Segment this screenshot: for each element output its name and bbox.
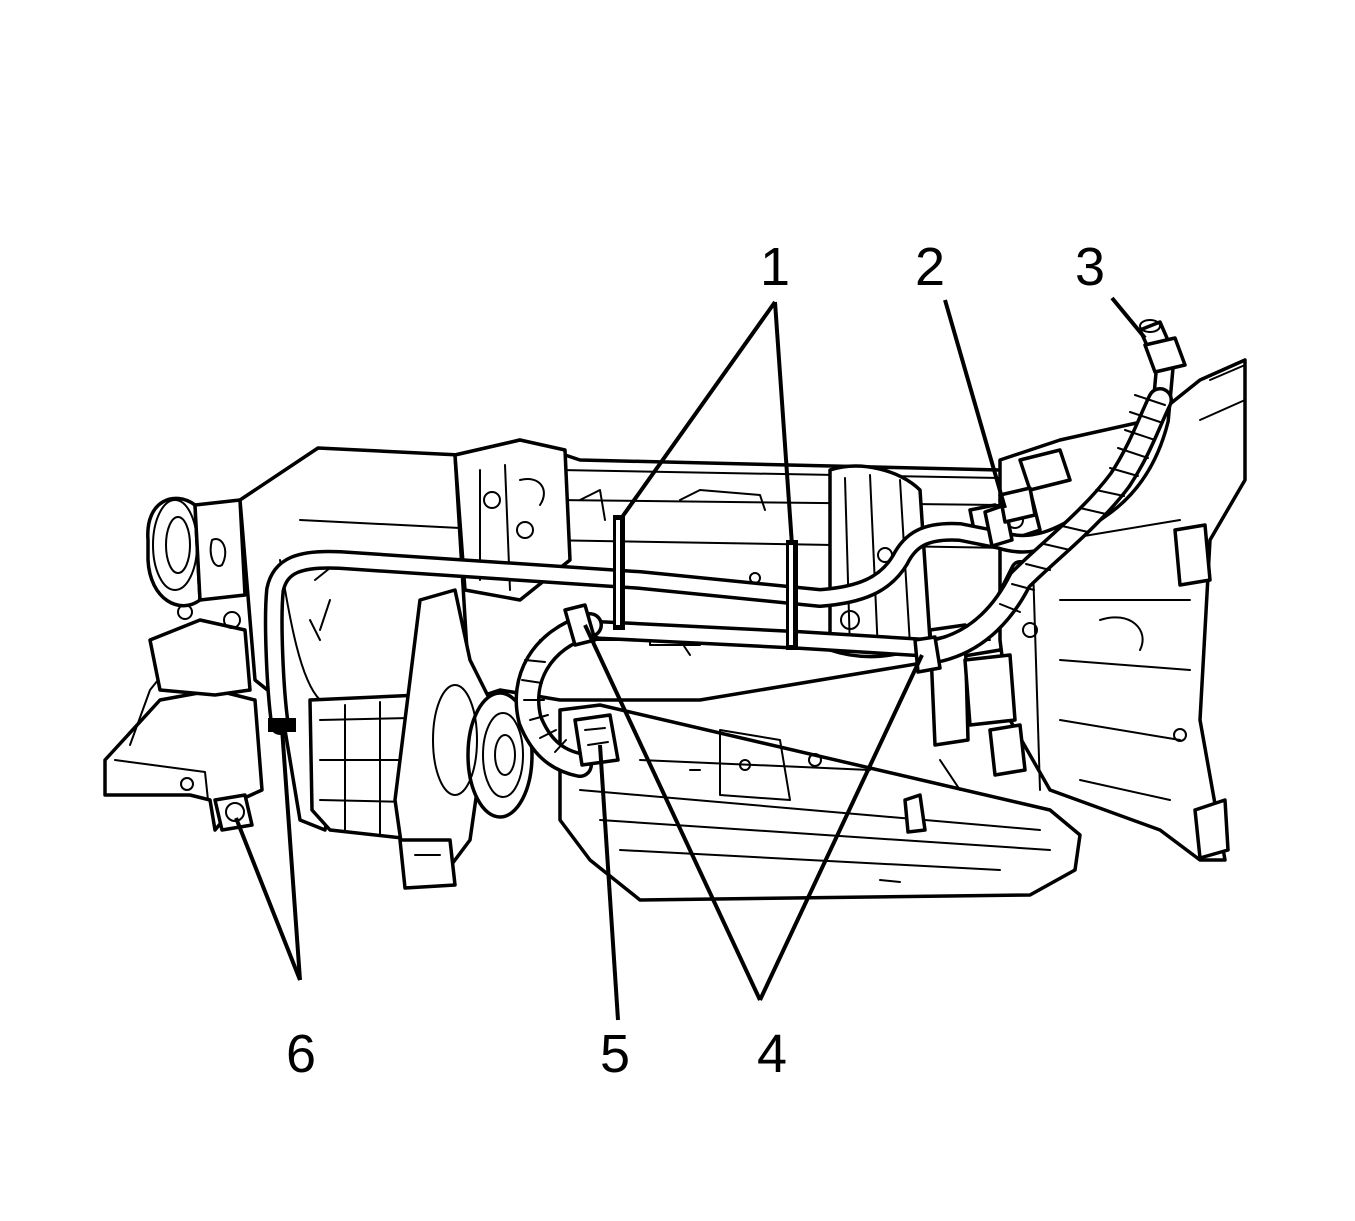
leader-4a	[583, 624, 762, 1001]
leader-3	[1110, 296, 1147, 340]
cooler-line-fitting	[983, 486, 1037, 548]
callout-6: 6	[286, 1024, 316, 1084]
leader-6a	[280, 727, 302, 981]
callout-5: 5	[600, 1024, 630, 1084]
tube-bracket-clip	[213, 718, 296, 832]
cooler-line-end	[1138, 319, 1187, 374]
callout-1: 1	[760, 237, 790, 297]
callout-labels: 1 2 3 4 5 6	[286, 237, 1105, 1084]
leader-lines	[234, 296, 1147, 1021]
transfer-case	[238, 446, 472, 842]
leader-2	[943, 299, 1007, 509]
bell-housing	[998, 358, 1247, 862]
line-retainer-clips	[613, 515, 798, 650]
wiring-harness	[514, 387, 1173, 778]
leader-1a	[618, 300, 777, 522]
harness-clips	[563, 603, 942, 674]
callout-4: 4	[757, 1024, 787, 1084]
leader-5	[598, 744, 620, 1021]
front-output-flange	[393, 588, 534, 890]
callout-2: 2	[915, 237, 945, 297]
leader-1b	[773, 301, 794, 546]
electrical-connector	[573, 713, 620, 767]
output-flange	[146, 496, 247, 608]
callout-3: 3	[1075, 237, 1105, 297]
leader-4b	[758, 654, 924, 1001]
leader-6b	[234, 817, 302, 981]
